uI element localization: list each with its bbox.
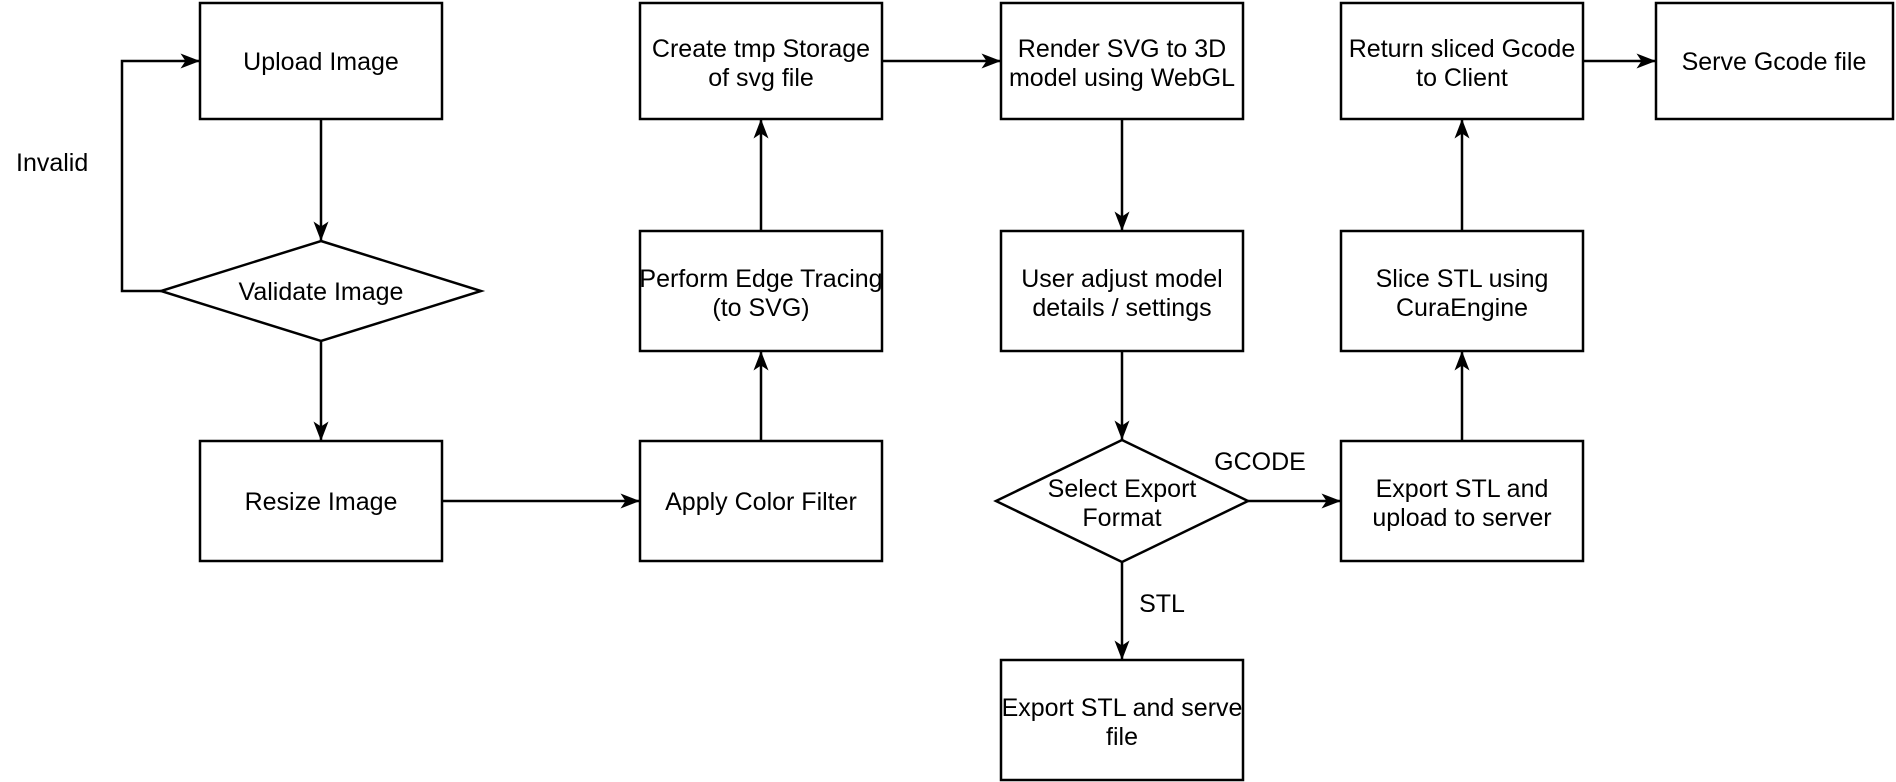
node-serve-gcode-label: Serve Gcode file bbox=[1682, 48, 1867, 76]
node-apply-color-filter: Apply Color Filter bbox=[638, 439, 884, 563]
node-return-gcode-label-line1: Return sliced Gcode bbox=[1349, 35, 1576, 63]
node-select-export-format: Select Export Format bbox=[993, 438, 1251, 564]
node-select-export-format-diamond bbox=[993, 438, 1251, 564]
node-return-gcode-box bbox=[1339, 1, 1585, 121]
node-export-stl-serve-box bbox=[999, 658, 1245, 782]
node-resize-image-label: Resize Image bbox=[245, 488, 398, 516]
node-slice-stl-label-line2: CuraEngine bbox=[1396, 294, 1528, 322]
node-export-stl-serve-label-line1: Export STL and serve bbox=[1002, 694, 1243, 722]
node-export-stl-upload-label-line1: Export STL and bbox=[1376, 475, 1549, 503]
node-resize-image-box bbox=[198, 439, 444, 563]
node-user-adjust-label-line1: User adjust model bbox=[1021, 265, 1222, 293]
node-perform-edge-tracing: Perform Edge Tracing (to SVG) bbox=[638, 229, 884, 353]
node-create-tmp-storage: Create tmp Storage of svg file bbox=[638, 1, 884, 121]
node-return-gcode: Return sliced Gcode to Client bbox=[1339, 1, 1585, 121]
node-slice-stl-box bbox=[1339, 229, 1585, 353]
node-select-export-format-label-line2: Format bbox=[1082, 504, 1161, 532]
node-user-adjust-box bbox=[999, 229, 1245, 353]
node-perform-edge-tracing-label-line2: (to SVG) bbox=[712, 294, 809, 322]
node-export-stl-upload: Export STL and upload to server bbox=[1339, 439, 1585, 563]
node-upload-image: Upload Image bbox=[198, 1, 444, 121]
node-render-svg: Render SVG to 3D model using WebGL bbox=[999, 1, 1245, 121]
node-create-tmp-storage-label-line2: of svg file bbox=[708, 64, 814, 92]
node-user-adjust: User adjust model details / settings bbox=[999, 229, 1245, 353]
node-select-export-format-label-line1: Select Export bbox=[1048, 475, 1197, 503]
node-export-stl-upload-box bbox=[1339, 439, 1585, 563]
node-validate-image-label: Validate Image bbox=[239, 278, 404, 306]
node-upload-image-box bbox=[198, 1, 444, 121]
node-apply-color-filter-label: Apply Color Filter bbox=[665, 488, 857, 516]
edge-label-invalid: Invalid bbox=[16, 149, 88, 177]
node-serve-gcode: Serve Gcode file bbox=[1654, 1, 1895, 121]
edge-validate-invalid-loop-to-upload bbox=[120, 53, 200, 293]
node-export-stl-upload-label-line2: upload to server bbox=[1372, 504, 1551, 532]
node-render-svg-box bbox=[999, 1, 1245, 121]
node-render-svg-label-line2: model using WebGL bbox=[1009, 64, 1235, 92]
edge-label-gcode: GCODE bbox=[1214, 448, 1306, 476]
node-slice-stl-label-line1: Slice STL using bbox=[1376, 265, 1549, 293]
edge-label-stl: STL bbox=[1139, 590, 1185, 618]
node-perform-edge-tracing-label-line1: Perform Edge Tracing bbox=[639, 265, 882, 293]
node-resize-image: Resize Image bbox=[198, 439, 444, 563]
node-export-stl-serve-label-line2: file bbox=[1106, 723, 1138, 751]
node-slice-stl: Slice STL using CuraEngine bbox=[1339, 229, 1585, 353]
node-export-stl-serve: Export STL and serve file bbox=[999, 658, 1245, 782]
node-render-svg-label-line1: Render SVG to 3D bbox=[1018, 35, 1226, 63]
node-serve-gcode-box bbox=[1654, 1, 1895, 121]
node-user-adjust-label-line2: details / settings bbox=[1032, 294, 1211, 322]
node-validate-image-diamond bbox=[156, 239, 486, 343]
node-create-tmp-storage-label-line1: Create tmp Storage bbox=[652, 35, 870, 63]
node-return-gcode-label-line2: to Client bbox=[1416, 64, 1508, 92]
node-apply-color-filter-box bbox=[638, 439, 884, 563]
node-perform-edge-tracing-box bbox=[638, 229, 884, 353]
node-upload-image-label: Upload Image bbox=[243, 48, 399, 76]
node-create-tmp-storage-box bbox=[638, 1, 884, 121]
node-validate-image: Validate Image bbox=[156, 239, 486, 343]
